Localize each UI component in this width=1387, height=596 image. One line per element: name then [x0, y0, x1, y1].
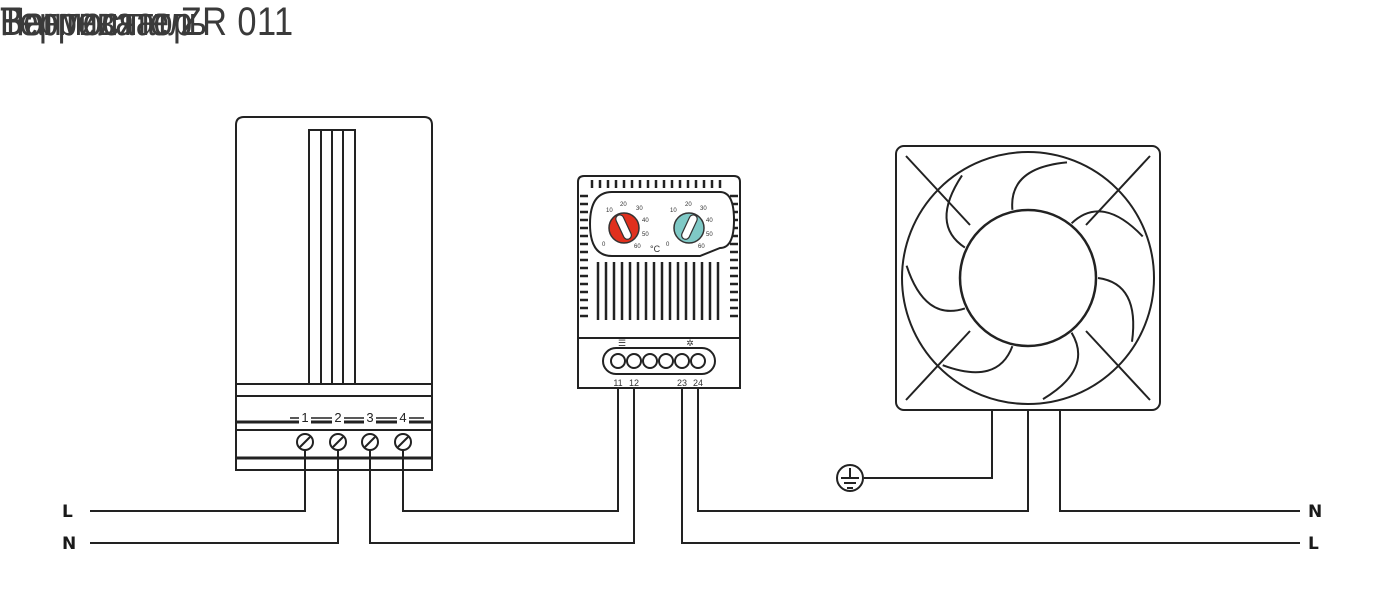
thermostat-terminal-11: 11 [613, 378, 622, 388]
thermostat-terminal-23: 23 [677, 378, 687, 388]
heater-title: Нагреватель [0, 0, 208, 44]
svg-text:60: 60 [634, 244, 641, 250]
svg-text:60: 60 [698, 244, 705, 250]
line-N-left: N [62, 534, 76, 554]
heat-dial: 10 20 30 40 50 60 0 [602, 202, 649, 250]
line-N-right: N [1308, 502, 1322, 522]
svg-text:40: 40 [706, 218, 713, 224]
fan-blade [905, 265, 966, 312]
thermostat-terminal-24: 24 [693, 378, 703, 388]
fan-corner-struts [905, 155, 1151, 401]
heater-terminal-3: 3 [366, 410, 373, 425]
fan-blade [942, 345, 1014, 374]
svg-text:50: 50 [706, 232, 713, 238]
fan-blade [1097, 277, 1135, 342]
svg-text:0: 0 [666, 242, 670, 248]
svg-text:30: 30 [636, 206, 643, 212]
fan-blade [1070, 210, 1144, 238]
fan-blade [945, 174, 966, 249]
line-L-left: L [62, 502, 73, 522]
fan-blades [905, 161, 1144, 400]
svg-text:20: 20 [620, 202, 627, 208]
svg-text:50: 50 [642, 232, 649, 238]
svg-text:10: 10 [606, 208, 613, 214]
svg-text:0: 0 [602, 242, 606, 248]
thermostat-vents [580, 180, 738, 320]
heat-symbol: ☰ [618, 338, 626, 348]
svg-text:10: 10 [670, 208, 677, 214]
cool-symbol: ✲ [686, 338, 694, 348]
fan-blade [1011, 161, 1068, 210]
heater-device [235, 116, 433, 471]
thermostat-terminal-12: 12 [629, 378, 639, 388]
line-L-right: L [1308, 534, 1319, 554]
thermostat-terminal-strip [602, 347, 716, 375]
ground-symbol [836, 464, 864, 492]
cool-dial: 10 20 30 40 50 60 0 [666, 202, 713, 250]
fan-blade [1042, 332, 1080, 400]
fan-title: Вентилятор [0, 0, 193, 44]
svg-text:40: 40 [642, 218, 649, 224]
svg-text:20: 20 [685, 202, 692, 208]
wires [90, 388, 1300, 544]
heater-terminal-4: 4 [399, 410, 406, 425]
svg-text:30: 30 [700, 206, 707, 212]
thermostat-title: Термостат ZR 011 [0, 0, 294, 44]
fan-device [895, 145, 1161, 411]
heater-terminal-2: 2 [334, 410, 341, 425]
unit-label: °C [650, 244, 661, 254]
heater-terminal-1: 1 [301, 410, 308, 425]
heater-terminal-labels: 1 2 3 4 [299, 410, 409, 425]
